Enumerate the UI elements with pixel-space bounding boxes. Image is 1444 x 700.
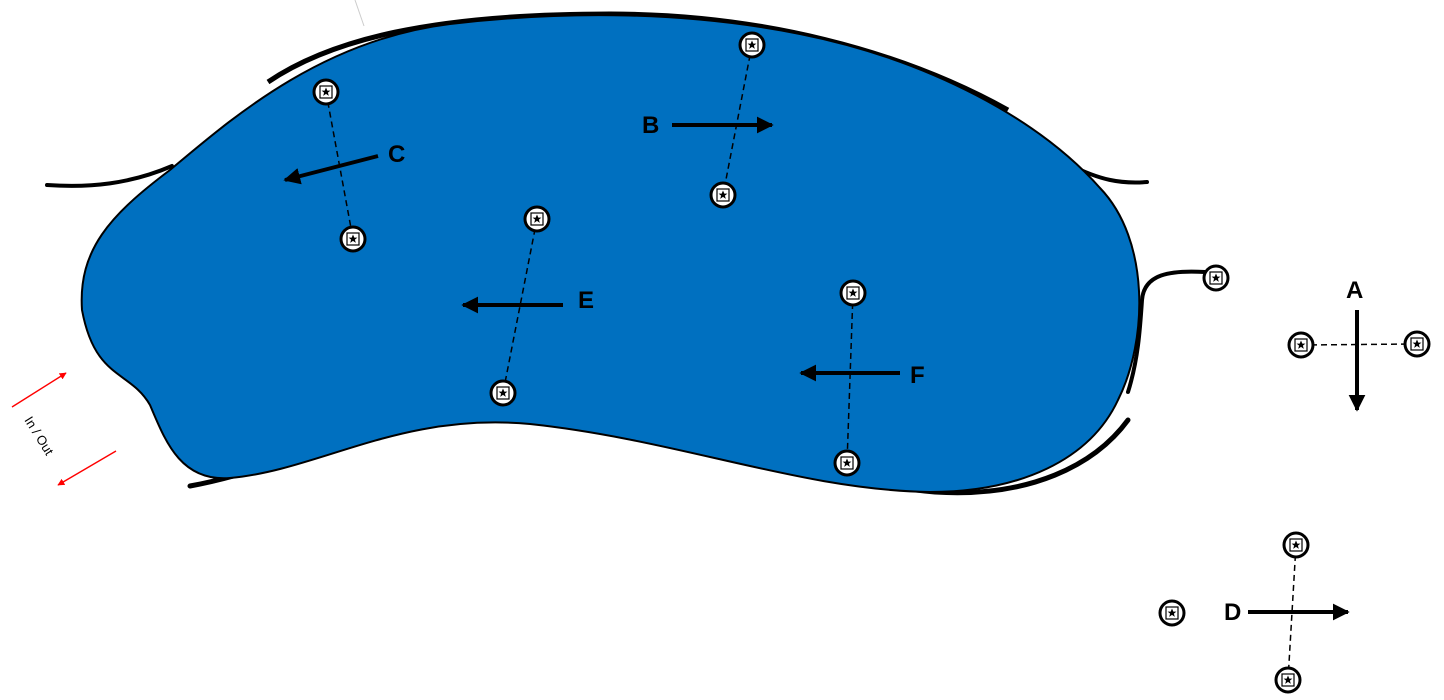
- label-b: B: [642, 112, 659, 139]
- shore-line-left: [45, 164, 174, 188]
- label-c: C: [388, 141, 405, 168]
- buoy-icon: [1403, 330, 1431, 358]
- buoy-icon: [1158, 599, 1186, 627]
- out-arrow-icon: [57, 450, 117, 486]
- in-arrow-icon: [11, 372, 67, 408]
- buoy-icon: [1202, 264, 1230, 292]
- arrow-c: [283, 154, 379, 185]
- lake-body: [80, 14, 1141, 494]
- reference-line: [354, 0, 365, 27]
- buoy-icon: [839, 279, 867, 307]
- buoy-icon: [1274, 666, 1302, 694]
- buoy-icon: [833, 449, 861, 477]
- buoy-icon: [312, 78, 340, 106]
- in-out-label: In / Out: [21, 414, 57, 458]
- label-a: A: [1346, 277, 1363, 304]
- tether-line-b: [722, 44, 753, 196]
- buoy-icon: [523, 205, 551, 233]
- buoy-icon: [489, 379, 517, 407]
- label-d: D: [1224, 599, 1241, 626]
- inlet-stream: [1126, 269, 1207, 394]
- buoy-icon: [738, 31, 766, 59]
- buoy-icon: [339, 225, 367, 253]
- label-f: F: [910, 362, 925, 389]
- tether-line-f: [846, 292, 854, 464]
- label-e: E: [578, 287, 594, 314]
- buoy-icon: [709, 181, 737, 209]
- buoy-icon: [1282, 531, 1310, 559]
- tether-line-d: [1287, 544, 1297, 681]
- buoy-icon: [1287, 331, 1315, 359]
